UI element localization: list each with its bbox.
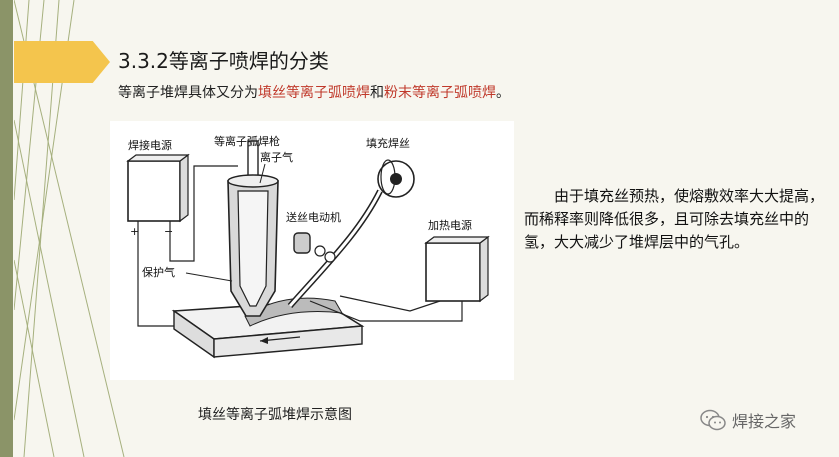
label-heating-power: 加热电源 xyxy=(428,218,472,232)
label-plus: + xyxy=(130,225,139,238)
watermark-text: 焊接之家 xyxy=(732,412,797,431)
description-text: 由于填充丝预热，使熔敷效率大大提高，而稀释率则降低很多，且可除去填充丝中的氢，大… xyxy=(524,187,825,251)
torch-inner xyxy=(237,190,269,307)
feed-roller-2 xyxy=(324,251,336,263)
watermark: 焊接之家 xyxy=(700,408,796,432)
wire-motor xyxy=(293,232,311,254)
subtitle-highlight-powder: 粉末等离子弧喷焊 xyxy=(384,85,496,101)
subtitle-highlight-wire: 填丝等离子弧喷焊 xyxy=(258,85,370,101)
wechat-icon xyxy=(700,409,726,431)
slide-subtitle: 等离子堆焊具体又分为填丝等离子弧喷焊和粉末等离子弧喷焊。 xyxy=(118,82,510,102)
heating-wire-2 xyxy=(309,300,463,322)
filler-wire-conduit-inner xyxy=(288,190,382,307)
welding-diagram-svg: 焊接电源 + − 等离子弧焊枪 离子气 保护气 填充焊丝 xyxy=(126,134,490,359)
slide-title: 3.3.2等离子喷焊的分类 xyxy=(118,49,329,73)
welding-power-box xyxy=(127,160,181,222)
label-plasma-torch: 等离子弧焊枪 xyxy=(214,134,280,148)
workpiece-side xyxy=(213,325,363,358)
figure-caption: 填丝等离子弧堆焊示意图 xyxy=(198,407,352,423)
header-arrow-accent xyxy=(14,41,110,83)
wire-negative xyxy=(169,165,238,262)
subtitle-prefix: 等离子堆焊具体又分为 xyxy=(118,85,258,101)
weld-bead xyxy=(244,297,343,327)
welding-diagram-figure: 焊接电源 + − 等离子弧焊枪 离子气 保护气 填充焊丝 xyxy=(110,121,514,380)
wire-positive xyxy=(137,221,180,327)
plasma-gas-leader xyxy=(259,163,266,184)
torch-cap xyxy=(227,174,279,188)
welding-power-box-side xyxy=(179,153,189,223)
subtitle-conjunction: 和 xyxy=(370,85,384,101)
heating-power-box xyxy=(425,242,481,302)
heating-wire-1 xyxy=(339,295,441,312)
wire-spool-rim xyxy=(380,159,396,195)
welding-power-box-top xyxy=(126,154,190,162)
feed-roller-1 xyxy=(314,245,326,257)
wire-spool-inner xyxy=(390,173,402,185)
left-decor-band xyxy=(0,0,13,457)
heating-power-box-side xyxy=(479,235,489,303)
heating-power-box-top xyxy=(424,236,490,244)
label-filler-wire: 填充焊丝 xyxy=(366,136,410,150)
subtitle-suffix: 。 xyxy=(496,85,510,101)
label-wire-motor: 送丝电动机 xyxy=(286,210,341,224)
label-welding-power: 焊接电源 xyxy=(128,138,172,152)
label-plasma-gas: 离子气 xyxy=(260,150,293,164)
label-minus: − xyxy=(164,225,173,238)
shield-gas-leader xyxy=(185,272,233,282)
label-shield-gas: 保护气 xyxy=(142,265,175,279)
travel-arrowhead xyxy=(260,337,268,344)
